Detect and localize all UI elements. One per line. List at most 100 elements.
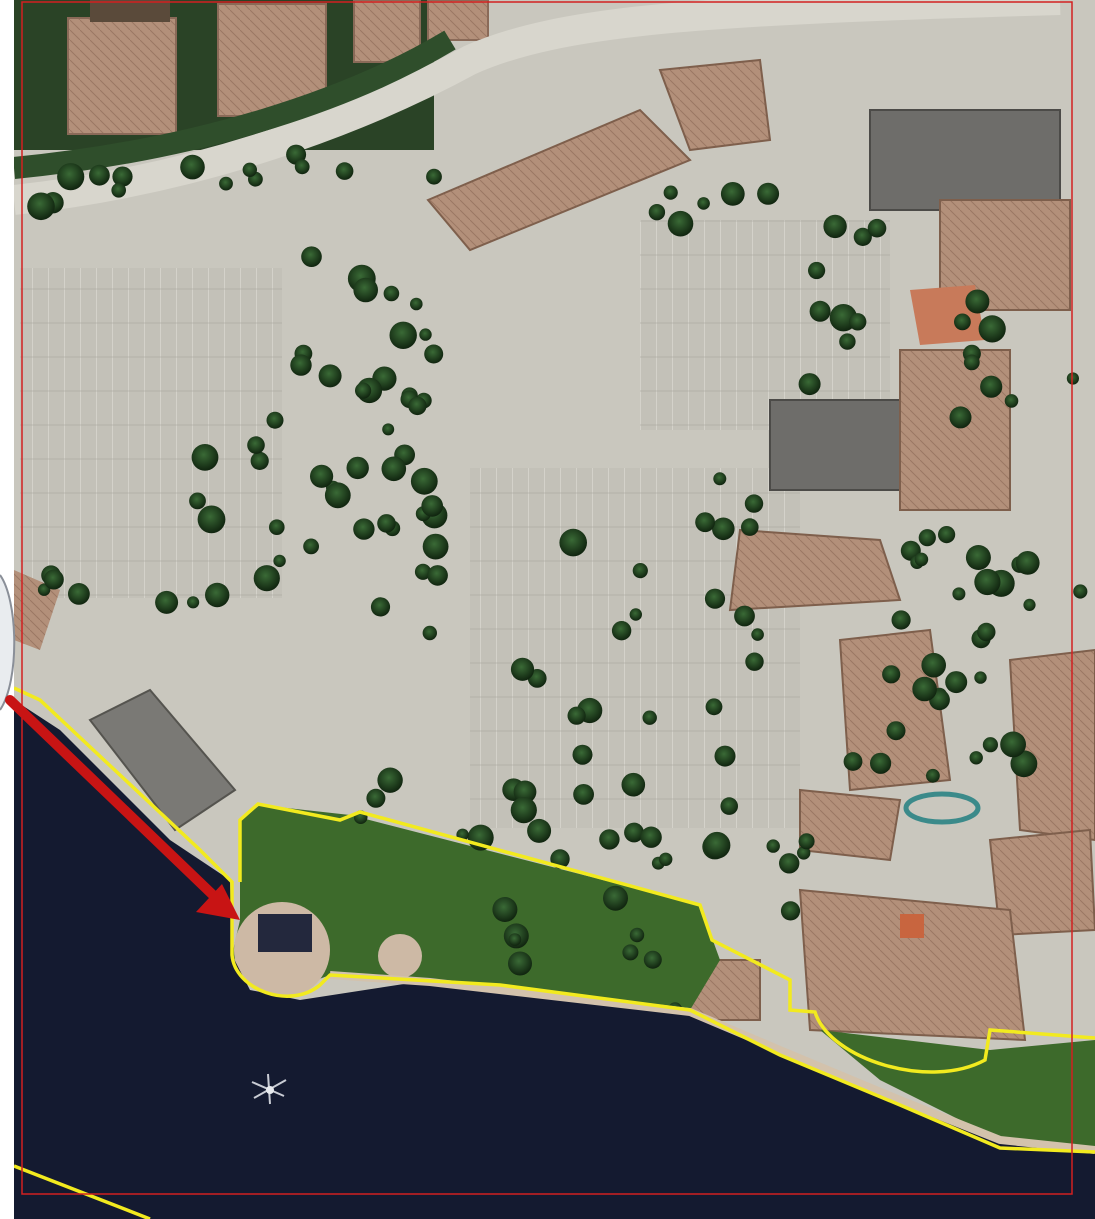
tree <box>952 587 966 601</box>
tree <box>112 166 133 187</box>
tree <box>712 517 735 541</box>
property-boundary-north <box>238 802 1095 1074</box>
tree <box>912 676 937 702</box>
tree <box>965 545 991 570</box>
tree <box>68 583 90 605</box>
tree <box>419 328 432 341</box>
tree <box>414 563 432 580</box>
tree <box>954 313 971 331</box>
tree <box>355 382 372 399</box>
tree <box>622 944 639 961</box>
tree <box>219 176 233 191</box>
tree <box>797 846 811 860</box>
tree <box>926 768 940 783</box>
lake <box>14 700 1095 1219</box>
tree <box>744 494 764 513</box>
tree <box>324 482 351 509</box>
tree <box>424 344 444 364</box>
tree <box>974 568 1001 596</box>
tree <box>714 745 736 767</box>
tree <box>253 565 280 592</box>
tree <box>567 706 586 725</box>
tree <box>695 512 715 533</box>
small-plaza-circle <box>378 934 422 978</box>
tree <box>294 159 310 175</box>
tree <box>779 853 800 874</box>
tree <box>197 505 226 534</box>
tree <box>527 818 552 843</box>
tree <box>624 822 644 843</box>
parking-lot-west <box>20 268 282 598</box>
tree <box>780 901 801 921</box>
tree <box>659 852 673 866</box>
tree <box>982 737 999 753</box>
tree <box>886 721 906 741</box>
tree <box>57 163 85 191</box>
tree <box>559 528 587 557</box>
property-boundary-south <box>13 686 1095 1154</box>
tree <box>704 588 726 609</box>
map-frame <box>21 1 1073 1195</box>
commercial-building-north <box>426 58 772 252</box>
tree <box>643 950 662 969</box>
tree <box>510 657 535 681</box>
tree <box>867 218 887 238</box>
tree <box>963 354 980 371</box>
tree <box>977 622 996 642</box>
tree <box>1000 731 1026 758</box>
tree <box>734 605 755 627</box>
lake-fountain-spray <box>251 1073 287 1105</box>
tree <box>629 927 645 943</box>
tree <box>410 467 438 495</box>
tree <box>318 364 342 388</box>
tree <box>422 625 437 641</box>
tree <box>408 396 427 416</box>
tree <box>640 826 662 848</box>
tree <box>1004 394 1019 408</box>
callout-arrow-icon <box>5 695 240 920</box>
tree <box>510 797 537 824</box>
tree <box>426 168 442 185</box>
tree <box>269 519 285 535</box>
tree <box>720 182 745 206</box>
tree <box>839 333 856 350</box>
tree <box>632 563 648 579</box>
tree <box>1010 750 1038 778</box>
tree <box>573 784 594 805</box>
tree <box>1073 584 1088 599</box>
tree <box>603 885 628 911</box>
tree <box>303 538 319 555</box>
tree <box>823 214 847 239</box>
tree <box>642 710 657 725</box>
tree-canopy <box>27 144 1088 1017</box>
tree <box>965 289 990 314</box>
median-trees <box>12 30 456 179</box>
tree <box>918 529 936 547</box>
tree <box>111 183 126 198</box>
tree <box>250 451 269 470</box>
tree <box>853 227 872 246</box>
tree <box>189 492 206 510</box>
tree <box>492 897 518 922</box>
tree <box>382 423 395 436</box>
lawn-east <box>820 1030 1095 1150</box>
tree <box>1066 372 1079 385</box>
tree <box>370 597 391 617</box>
tree <box>745 652 764 671</box>
tree <box>914 552 929 567</box>
fountain-icon <box>903 791 981 825</box>
tree <box>383 285 400 302</box>
tree <box>335 162 354 180</box>
tree <box>757 182 780 205</box>
tree <box>1023 598 1036 612</box>
tree <box>205 582 230 608</box>
tree <box>43 569 64 590</box>
tree <box>938 526 956 544</box>
tree <box>422 533 449 560</box>
tree <box>766 839 780 853</box>
tree <box>891 610 911 630</box>
tree <box>663 185 678 200</box>
tree <box>949 406 972 429</box>
